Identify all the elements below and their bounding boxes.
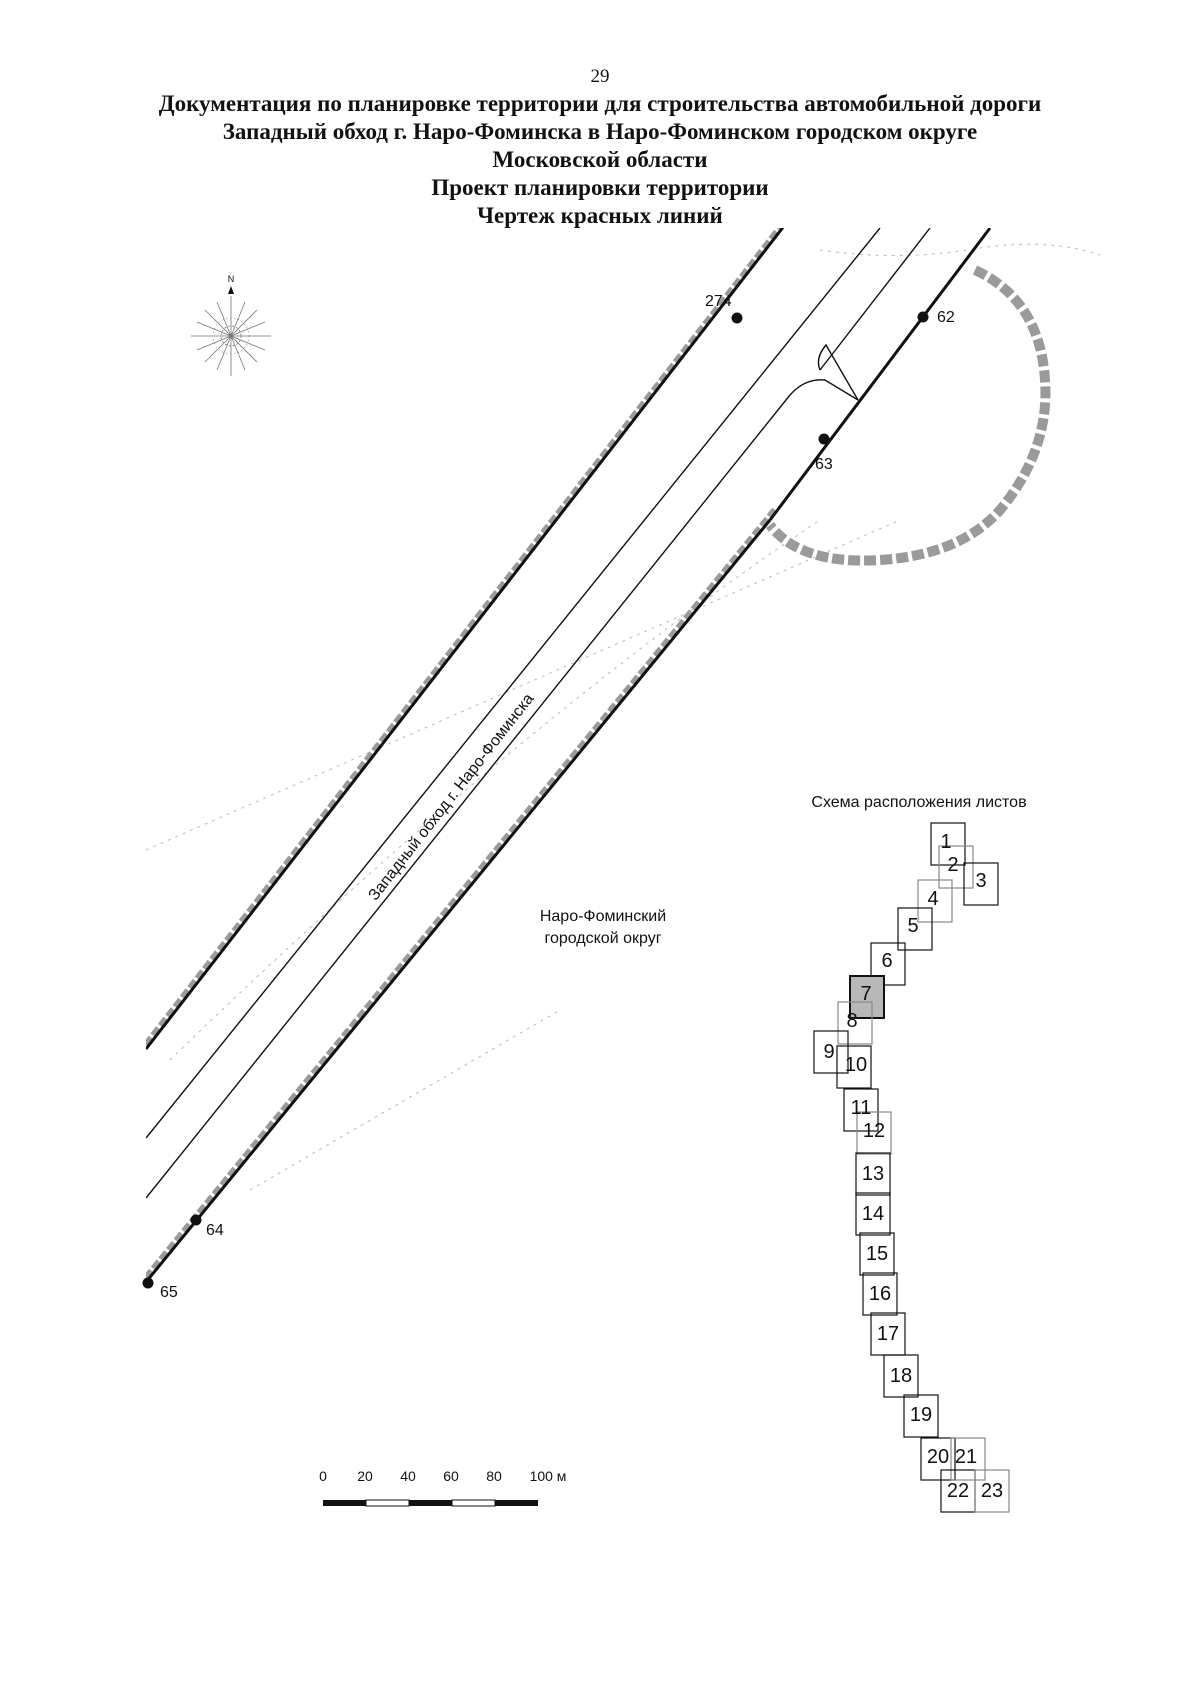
point-62 [917, 311, 929, 323]
sheet-20 [920, 1437, 956, 1481]
header-line-3: Московской области [492, 147, 708, 172]
header-line-4: Проект планировки территории [431, 175, 769, 200]
sheet-19 [903, 1394, 939, 1438]
sheet-2-number: 2 [947, 854, 958, 876]
area-label-line-1: Наро-Фоминский [540, 908, 666, 925]
scale-segment-3 [409, 1500, 452, 1506]
sheet-13 [855, 1152, 891, 1196]
scale-segment-2 [365, 1499, 410, 1507]
page-number: 29 [590, 66, 610, 87]
sheet-11 [843, 1088, 879, 1132]
red-line-hatch-bands [146, 228, 783, 1281]
header-line-5: Чертеж красных линий [477, 203, 723, 228]
sheet-18-number: 18 [890, 1365, 912, 1387]
sheet-scheme-numbers: 1 2 3 4 5 6 7 8 9 10 11 12 13 14 15 16 1… [823, 831, 1003, 1502]
scale-tick-100: 100 м [530, 1468, 567, 1484]
sheet-14-number: 14 [862, 1203, 884, 1225]
compass-rose-icon [191, 296, 271, 376]
sheet-22-number: 22 [947, 1480, 969, 1502]
red-line-points: 274 62 63 64 65 [142, 293, 955, 1301]
scale-tick-80: 80 [486, 1468, 502, 1484]
scale-segment-5 [495, 1500, 538, 1506]
sheet-12 [856, 1111, 892, 1155]
sheet-1-number: 1 [940, 831, 951, 853]
red-lines [146, 228, 992, 1283]
point-65 [142, 1277, 154, 1289]
point-63 [818, 433, 830, 445]
sheet-10-number: 10 [845, 1054, 867, 1076]
point-65-label: 65 [160, 1284, 178, 1301]
sheet-16-number: 16 [869, 1283, 891, 1305]
sheet-23 [974, 1469, 1010, 1513]
sheet-6 [870, 942, 906, 986]
north-arrow: N [191, 274, 271, 376]
point-62-label: 62 [937, 309, 955, 326]
scale-tick-20: 20 [357, 1468, 373, 1484]
sheet-10 [836, 1045, 872, 1089]
header-line-1: Документация по планировке территории дл… [158, 91, 1042, 116]
sheet-8 [837, 1001, 873, 1045]
sheet-15 [859, 1232, 895, 1276]
sheet-6-number: 6 [881, 950, 892, 972]
sheet-5-number: 5 [907, 915, 918, 937]
document-header: Документация по планировке территории дл… [40, 90, 1160, 230]
sheet-2 [938, 845, 974, 889]
north-arrow-label: N [228, 274, 235, 284]
scale-segment-1 [323, 1500, 366, 1506]
road-label: Западный обход г. Наро-Фоминска [366, 691, 538, 904]
point-274 [731, 312, 743, 324]
scale-tick-40: 40 [400, 1468, 416, 1484]
sheet-16 [862, 1272, 898, 1316]
header-line-2: Западный обход г. Наро-Фоминска в Наро-Ф… [222, 119, 978, 144]
scale-segment-4 [451, 1499, 496, 1507]
sheet-3-number: 3 [975, 870, 986, 892]
sheet-4 [917, 879, 953, 923]
point-63-label: 63 [815, 456, 833, 473]
scale-bar: 0 20 40 60 80 100 м [319, 1468, 567, 1507]
sheet-5 [897, 907, 933, 951]
sheet-17-number: 17 [877, 1323, 899, 1345]
sheet-14 [855, 1192, 891, 1236]
sheet-11-number: 11 [851, 1097, 872, 1119]
sheet-scheme [813, 822, 1010, 1513]
sheet-7 [849, 975, 885, 1019]
sheet-3 [963, 862, 999, 906]
terrain-contours [146, 243, 1101, 1191]
sheet-12-number: 12 [863, 1120, 885, 1142]
sheet-21-number: 21 [955, 1446, 977, 1468]
sheet-15-number: 15 [866, 1243, 888, 1265]
point-64-label: 64 [206, 1222, 224, 1239]
sheet-13-number: 13 [862, 1163, 884, 1185]
area-label-line-2: городской округ [544, 930, 661, 947]
turning-loop-hatch [766, 265, 1051, 566]
sheet-21 [950, 1437, 986, 1481]
scale-tick-0: 0 [319, 1468, 327, 1484]
point-274-label: 274 [705, 293, 732, 310]
sheet-scheme-title: Схема расположения листов [811, 794, 1026, 811]
sheet-19-number: 19 [910, 1404, 932, 1426]
sheet-8-number: 8 [846, 1010, 857, 1032]
sheet-20-number: 20 [927, 1446, 949, 1468]
sheet-7-number: 7 [860, 983, 871, 1005]
sheet-9 [813, 1030, 849, 1074]
sheet-4-number: 4 [927, 888, 938, 910]
sheet-23-number: 23 [981, 1480, 1003, 1502]
map-frame [146, 228, 1101, 1283]
sheet-9-number: 9 [823, 1041, 834, 1063]
scale-tick-60: 60 [443, 1468, 459, 1484]
carriageway [146, 228, 931, 1199]
point-64 [190, 1214, 202, 1226]
sheet-18 [883, 1354, 919, 1398]
sheet-1 [930, 822, 966, 866]
north-arrow-icon [228, 286, 234, 294]
